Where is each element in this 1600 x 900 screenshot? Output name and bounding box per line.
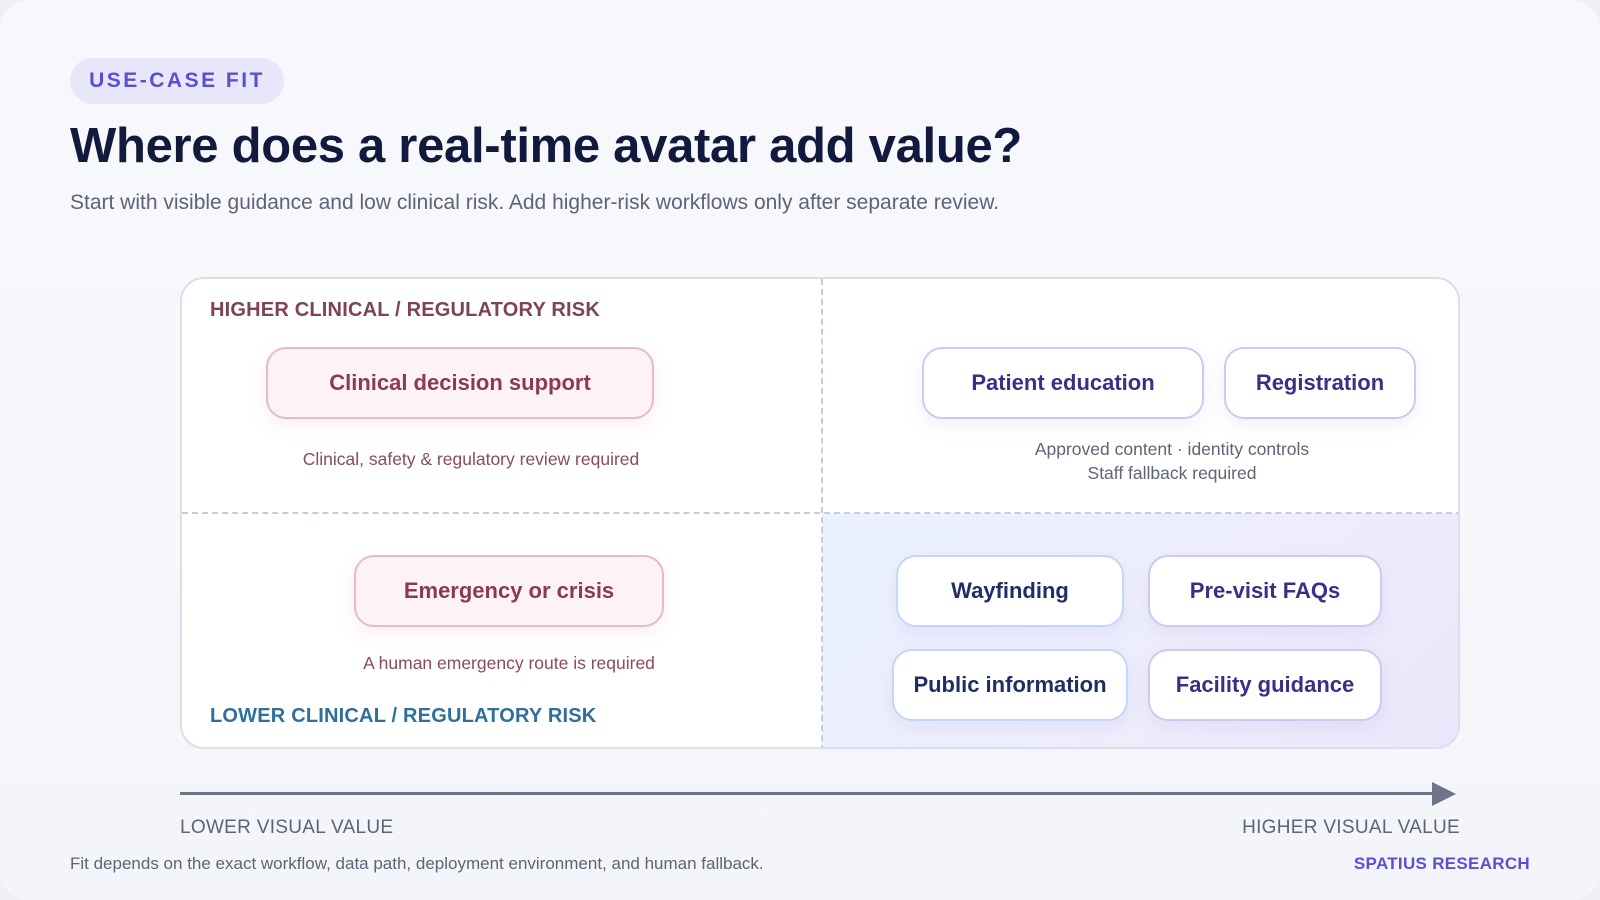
section-badge: USE-CASE FIT — [70, 58, 284, 104]
item-patient-education: Patient education — [922, 347, 1204, 419]
note-high-risk-high-value-line-2: Staff fallback required — [1087, 463, 1257, 483]
vertical-divider — [821, 279, 823, 747]
horizontal-divider — [182, 512, 1458, 514]
y-axis-bottom-label: LOWER CLINICAL / REGULATORY RISK — [210, 705, 597, 727]
item-clinical-decision-support: Clinical decision support — [266, 347, 654, 419]
note-low-risk-low-value: A human emergency route is required — [363, 653, 655, 673]
footnote: Fit depends on the exact workflow, data … — [70, 854, 764, 873]
y-axis-top-label: HIGHER CLINICAL / REGULATORY RISK — [210, 299, 600, 321]
brand-label: SPATIUS RESEARCH — [1353, 854, 1530, 873]
item-wayfinding: Wayfinding — [896, 555, 1124, 627]
note-high-risk-low-value: Clinical, safety & regulatory review req… — [302, 449, 640, 469]
x-axis-line — [180, 792, 1434, 795]
note-high-risk-high-value-line-1: Approved content · identity controls — [1034, 439, 1310, 459]
x-axis-left-label: LOWER VISUAL VALUE — [180, 817, 394, 838]
arrow-right-icon — [1432, 782, 1456, 806]
risk-value-matrix: HIGHER CLINICAL / REGULATORY RISK LOWER … — [180, 277, 1460, 749]
item-facility-guidance: Facility guidance — [1148, 649, 1382, 721]
item-registration: Registration — [1224, 347, 1416, 419]
item-emergency-or-crisis: Emergency or crisis — [354, 555, 664, 627]
section-badge-label: USE-CASE FIT — [89, 69, 265, 92]
page-title: Where does a real-time avatar add value? — [70, 119, 1023, 173]
item-public-information: Public information — [892, 649, 1128, 721]
x-axis-arrow — [180, 782, 1460, 812]
page-subtitle: Start with visible guidance and low clin… — [70, 191, 1000, 214]
x-axis-right-label: HIGHER VISUAL VALUE — [1242, 817, 1460, 838]
item-pre-visit-faqs: Pre-visit FAQs — [1148, 555, 1382, 627]
